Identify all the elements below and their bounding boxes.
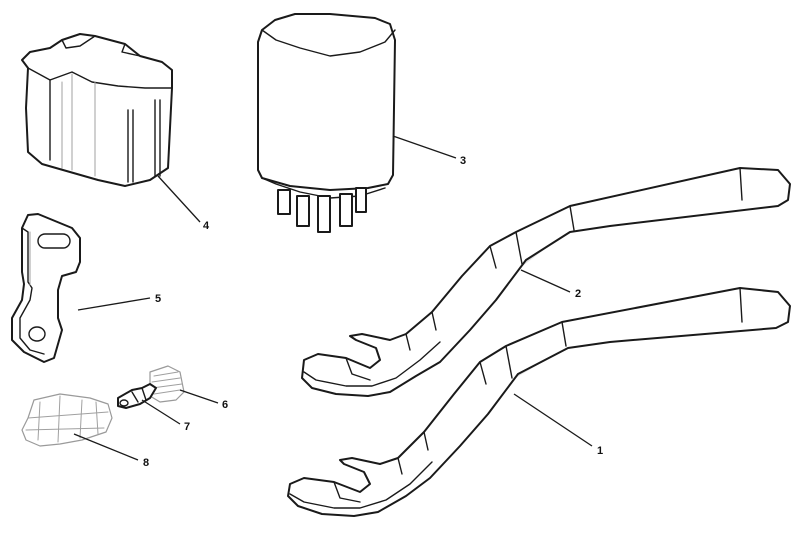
callout-labels: 1 2 3 4 5 6 7 8 — [143, 155, 603, 469]
part-6-spring-sleeve — [149, 365, 185, 403]
part-1-wrench-lower — [287, 287, 791, 517]
leader-line-8 — [73, 433, 139, 461]
part-8-plug-socket — [21, 393, 113, 447]
leader-lines — [73, 135, 593, 461]
callout-3: 3 — [460, 155, 466, 167]
leader-line-6 — [179, 389, 219, 404]
leader-line-4 — [157, 175, 201, 223]
callout-5: 5 — [155, 293, 161, 305]
callout-1: 1 — [597, 445, 603, 457]
leader-line-7 — [141, 399, 181, 425]
leader-line-5 — [77, 297, 151, 311]
part-2-wrench-upper — [301, 167, 791, 397]
leader-line-2 — [520, 269, 571, 293]
callout-4: 4 — [203, 220, 210, 232]
part-7-terminal — [117, 383, 157, 409]
part-3-relay — [257, 13, 396, 233]
part-5-bracket — [11, 213, 81, 363]
callout-2: 2 — [575, 288, 581, 300]
leader-line-3 — [392, 135, 457, 159]
callout-6: 6 — [222, 399, 228, 411]
callout-8: 8 — [143, 457, 149, 469]
part-4-connector-housing — [21, 33, 173, 187]
callout-7: 7 — [184, 421, 190, 433]
leader-line-1 — [513, 393, 593, 447]
